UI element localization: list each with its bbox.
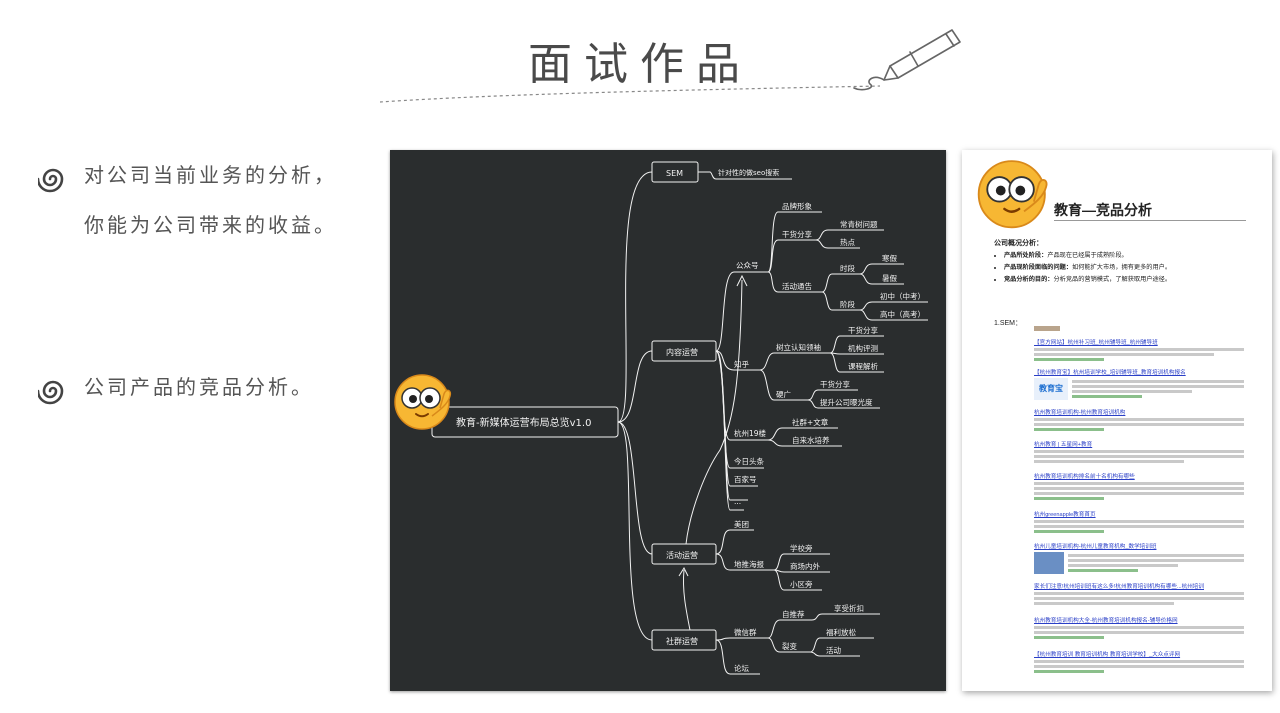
- mindmap-canvas: 教育-新媒体运营布局总览v1.0 SEM 针对性的做seo搜索 内容运营 活动运…: [431, 161, 928, 675]
- node-label: 地推海报: [734, 559, 764, 569]
- node-label: 福利放松: [826, 627, 856, 637]
- node-label: 商场内外: [790, 561, 820, 571]
- node-label: 享受折扣: [834, 603, 864, 613]
- node-label: 社群+文章: [792, 417, 829, 427]
- spiral-icon: [38, 380, 64, 405]
- node-label: 知乎: [734, 359, 749, 369]
- spiral-icon: [38, 168, 64, 193]
- search-result[interactable]: 家长们注意!杭州培训班有这么多!杭州教育培训机构有哪些...杭州培训: [1034, 582, 1244, 605]
- node-activity-ops: 活动运营: [666, 550, 698, 560]
- doc-thumbnail: [1034, 326, 1060, 331]
- search-result[interactable]: 【官方网站】杭州补习班_杭州辅导班_杭州辅导班: [1034, 338, 1244, 361]
- mindmap-root: 教育-新媒体运营布局总览v1.0: [456, 416, 591, 429]
- node-label: 干货分享: [782, 229, 812, 239]
- node-label: 自推荐: [782, 609, 805, 619]
- search-result[interactable]: 杭州教育培训机构-杭州教育培训机构: [1034, 408, 1244, 431]
- node-label: 初中（中考）: [880, 291, 925, 301]
- search-result[interactable]: 【杭州教育宝】杭州培训学校_培训辅导班_教育培训机构报名 教育宝: [1034, 368, 1244, 400]
- doc-section-heading: 公司概况分析：: [994, 240, 1043, 247]
- node-label: 干货分享: [820, 379, 850, 389]
- node-label: 活动: [826, 645, 841, 655]
- thinking-emoji-icon: [977, 160, 1048, 229]
- node-sem: SEM: [666, 169, 683, 178]
- doc-sem-label: 1.SEM：: [994, 320, 1023, 327]
- node-label: 学校旁: [790, 543, 813, 553]
- node-label: 机构评测: [848, 343, 878, 353]
- bullet-business-analysis: 对公司当前业务的分析， 你能为公司带来的收益。: [38, 162, 337, 250]
- bullet-line: 公司产品的竞品分析。: [84, 375, 314, 399]
- search-result[interactable]: 杭州儿童培训机构-杭州儿童教育机构_数学培训班: [1034, 542, 1244, 574]
- competitor-analysis-document: 教育—竞品分析 公司概况分析： 产品所处阶段：产品现在已经属于成熟阶段。 产品现…: [962, 150, 1272, 691]
- node-label: 品牌形象: [782, 201, 812, 211]
- search-result[interactable]: 杭州教育培训机构排名前十名机构有哪些: [1034, 472, 1244, 500]
- node-label: ...: [734, 497, 741, 506]
- doc-bullet: 产品所处阶段：产品现在已经属于成熟阶段。: [1004, 250, 1272, 262]
- bullet-competitor-analysis: 公司产品的竞品分析。: [38, 374, 314, 412]
- search-result[interactable]: 【杭州教育培训 教育培训机构 教育培训学校】_大众点评网: [1034, 650, 1244, 673]
- node-label: 公众号: [736, 261, 759, 270]
- node-label: 暑假: [882, 274, 897, 283]
- node-group-ops: 社群运营: [666, 636, 698, 646]
- doc-title: 教育—竞品分析: [1054, 202, 1152, 218]
- node-seo: 针对性的做seo搜索: [718, 168, 779, 177]
- node-label: 论坛: [734, 663, 749, 673]
- doc-bullet-list: 产品所处阶段：产品现在已经属于成熟阶段。 产品现阶段面临的问题：如何能扩大市场，…: [994, 250, 1272, 286]
- search-result[interactable]: 杭州教育 | 五星网+教育: [1034, 440, 1244, 463]
- node-label: 微信群: [734, 627, 757, 637]
- node-label: 硬广: [776, 389, 791, 399]
- thinking-emoji-icon: [394, 374, 452, 430]
- search-result[interactable]: 杭州教育培训机构大全-杭州教育培训机构报名-辅导价格网: [1034, 616, 1244, 639]
- result-thumbnail: [1034, 552, 1064, 574]
- doc-bullet: 产品现阶段面临的问题：如何能扩大市场，拥有更多的用户。: [1004, 262, 1272, 274]
- node-label: 美团: [734, 519, 749, 529]
- node-label: 杭州19楼: [734, 428, 767, 438]
- node-label: 课程解析: [848, 361, 878, 371]
- node-content-ops: 内容运营: [666, 347, 698, 357]
- node-label: 高中（高考）: [880, 309, 925, 319]
- mindmap-board: 教育-新媒体运营布局总览v1.0 SEM 针对性的做seo搜索 内容运营 活动运…: [390, 150, 946, 691]
- pencil-icon: [853, 29, 961, 91]
- node-label: 常青树问题: [840, 219, 878, 229]
- node-label: 热点: [840, 237, 855, 247]
- doc-bullet: 竞品分析的目的：分析竞品的营销模式，了解获取用户途径。: [1004, 274, 1272, 286]
- logo-thumbnail: 教育宝: [1034, 378, 1068, 400]
- page-title: 面试作品: [528, 39, 752, 90]
- node-label: 百家号: [734, 474, 757, 484]
- doc-divider: [1054, 220, 1246, 221]
- node-label: 寒假: [882, 253, 897, 263]
- node-label: 活动通告: [782, 281, 812, 291]
- node-label: 树立认知领袖: [776, 342, 821, 352]
- node-label: 提升公司曝光度: [820, 397, 873, 407]
- node-label: 时段: [840, 263, 855, 273]
- node-label: 干货分享: [848, 325, 878, 335]
- bullet-line: 对公司当前业务的分析，: [84, 163, 337, 187]
- bullet-line: 你能为公司带来的收益。: [84, 213, 337, 237]
- node-label: 阶段: [840, 299, 855, 309]
- node-label: 裂变: [782, 641, 797, 651]
- node-label: 小区旁: [790, 579, 813, 589]
- node-label: 今日头条: [734, 456, 764, 466]
- title-underline: [380, 85, 881, 103]
- node-label: 自来水培养: [792, 435, 830, 445]
- search-result[interactable]: 杭州greenapple教育首页: [1034, 510, 1244, 533]
